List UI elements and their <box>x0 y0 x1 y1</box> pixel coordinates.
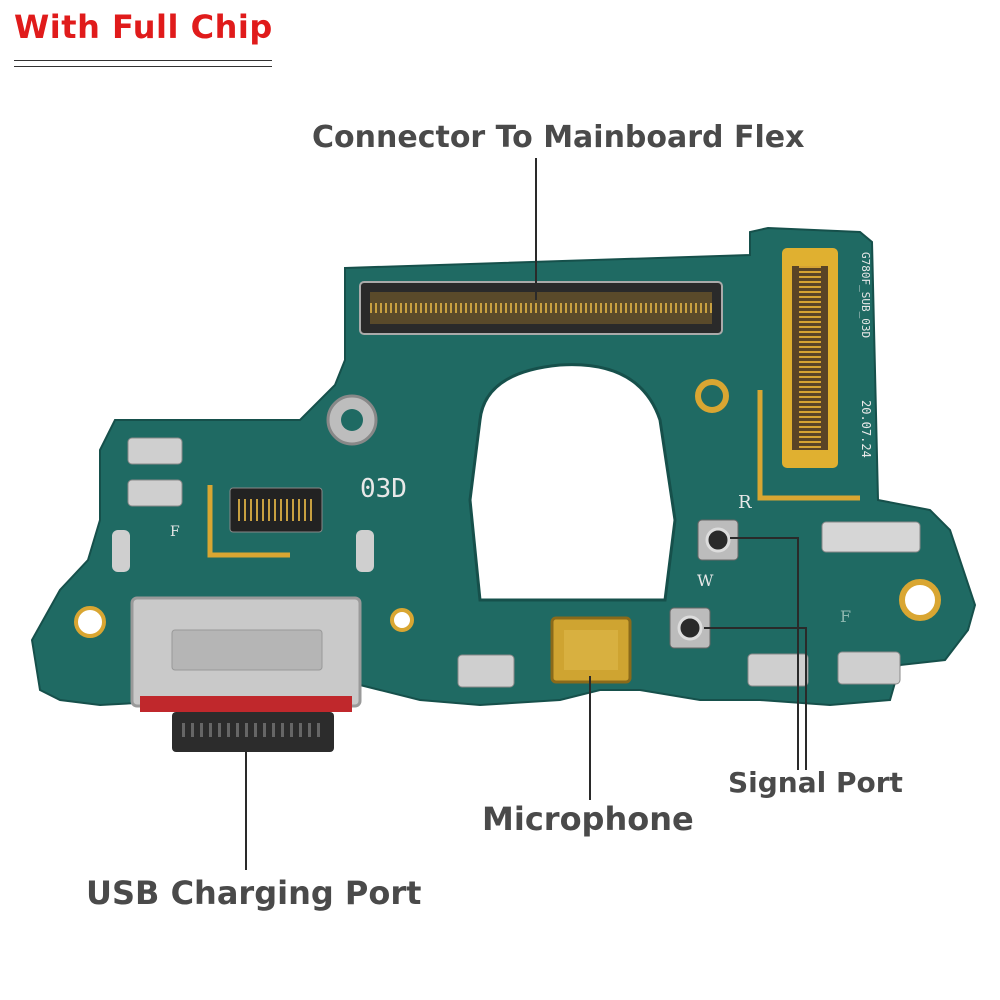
full-chip-badge: With Full Chip <box>14 8 274 67</box>
contact-clip <box>837 651 901 685</box>
badge-underline <box>14 60 272 61</box>
contact-clip <box>457 654 515 688</box>
contact-clip <box>127 437 183 465</box>
signal-callout-line-r <box>730 537 799 770</box>
screw-hole-center-left <box>390 608 414 632</box>
side-connector <box>782 248 838 468</box>
screw-hole-right-top <box>695 379 729 413</box>
silkscreen-f-left: F <box>170 524 180 540</box>
microphone-chip <box>550 616 632 684</box>
signal-port-r <box>697 519 739 561</box>
connector-callout: Connector To Mainboard Flex <box>312 120 805 155</box>
usb-c-port <box>130 596 362 752</box>
center-cutout <box>468 363 677 602</box>
contact-pad <box>112 530 130 572</box>
contact-clip <box>127 479 183 507</box>
silkscreen-r: R <box>738 492 752 513</box>
silkscreen-code: 03D <box>360 474 407 504</box>
mainboard-connector <box>359 281 723 335</box>
small-connector <box>229 487 323 533</box>
gold-trace-left <box>207 485 290 558</box>
silkscreen-date: 20.07.24 <box>859 400 873 458</box>
badge-title: With Full Chip <box>14 8 273 46</box>
microphone-callout: Microphone <box>482 800 694 838</box>
badge-underline-2 <box>14 66 272 67</box>
screw-hole-right <box>899 579 941 621</box>
contact-clip <box>821 521 921 553</box>
signal-callout-line-w <box>704 627 807 770</box>
silkscreen-w: W <box>697 571 714 590</box>
signal-callout: Signal Port <box>728 766 903 799</box>
gold-trace-right <box>757 390 860 501</box>
screw-hole-left <box>74 606 106 638</box>
contact-pad <box>356 530 374 572</box>
silkscreen-f-right: F <box>840 607 851 626</box>
usb-callout: USB Charging Port <box>86 874 422 912</box>
silkscreen-part-number: G780F_SUB_03D <box>859 252 872 338</box>
signal-port-w <box>669 607 711 649</box>
contact-clip <box>747 653 809 687</box>
